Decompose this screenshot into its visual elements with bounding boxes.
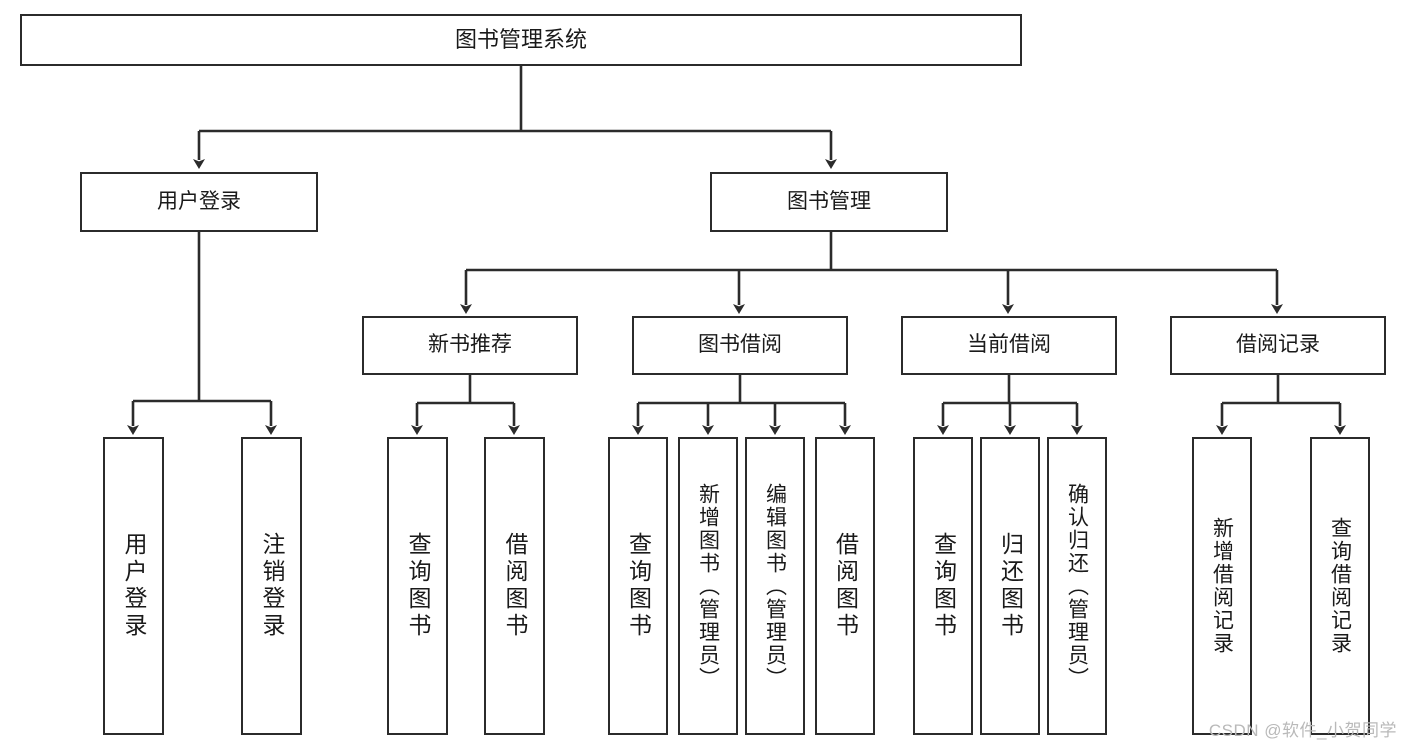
node-leaf-query-borrow-record[interactable]: 查询借阅记录 [1310,437,1370,735]
node-leaf-confirm-return-admin[interactable]: 确认归还（管理员） [1047,437,1107,735]
node-new-book-recommend[interactable]: 新书推荐 [362,316,578,375]
node-leaf-borrow-book[interactable]: 借阅图书 [815,437,875,735]
node-label: 用户登录 [121,532,147,640]
node-label: 新增图书（管理员） [696,482,720,690]
csdn-watermark: CSDN @软件_小贺同学 [1208,721,1397,740]
node-leaf-query-book-borrow[interactable]: 查询图书 [608,437,668,735]
node-label: 当前借阅 [967,333,1051,357]
node-label: 图书借阅 [698,333,782,357]
node-current-borrow[interactable]: 当前借阅 [901,316,1117,375]
node-leaf-logout[interactable]: 注销登录 [241,437,302,735]
node-label: 图书管理 [787,189,871,213]
node-label: 图书管理系统 [454,27,587,53]
node-label: 确认归还（管理员） [1065,482,1089,690]
node-label: 查询图书 [930,532,957,640]
node-leaf-borrow-book-recommend[interactable]: 借阅图书 [484,437,545,735]
node-label: 查询图书 [405,532,431,640]
node-label: 编辑图书（管理员） [763,482,787,690]
node-label: 借阅图书 [832,532,859,640]
node-leaf-edit-book-admin[interactable]: 编辑图书（管理员） [745,437,805,735]
node-label: 借阅图书 [502,532,528,640]
node-leaf-add-book-admin[interactable]: 新增图书（管理员） [678,437,738,735]
node-label: 借阅记录 [1236,333,1320,357]
node-root-book-management-system[interactable]: 图书管理系统 [20,14,1022,66]
node-label: 用户登录 [157,189,241,213]
node-label: 注销登录 [259,532,285,640]
node-leaf-query-book-current[interactable]: 查询图书 [913,437,973,735]
node-borrow-records[interactable]: 借阅记录 [1170,316,1386,375]
node-user-login[interactable]: 用户登录 [80,172,318,232]
node-label: 新增借阅记录 [1210,517,1234,655]
node-label: 新书推荐 [428,333,512,357]
node-leaf-return-book[interactable]: 归还图书 [980,437,1040,735]
node-leaf-add-borrow-record[interactable]: 新增借阅记录 [1192,437,1252,735]
node-label: 查询图书 [625,532,652,640]
node-leaf-query-book-recommend[interactable]: 查询图书 [387,437,448,735]
node-label: 归还图书 [997,532,1024,640]
node-book-borrow[interactable]: 图书借阅 [632,316,848,375]
node-book-management[interactable]: 图书管理 [710,172,948,232]
node-leaf-user-login[interactable]: 用户登录 [103,437,164,735]
node-label: 查询借阅记录 [1328,517,1352,655]
